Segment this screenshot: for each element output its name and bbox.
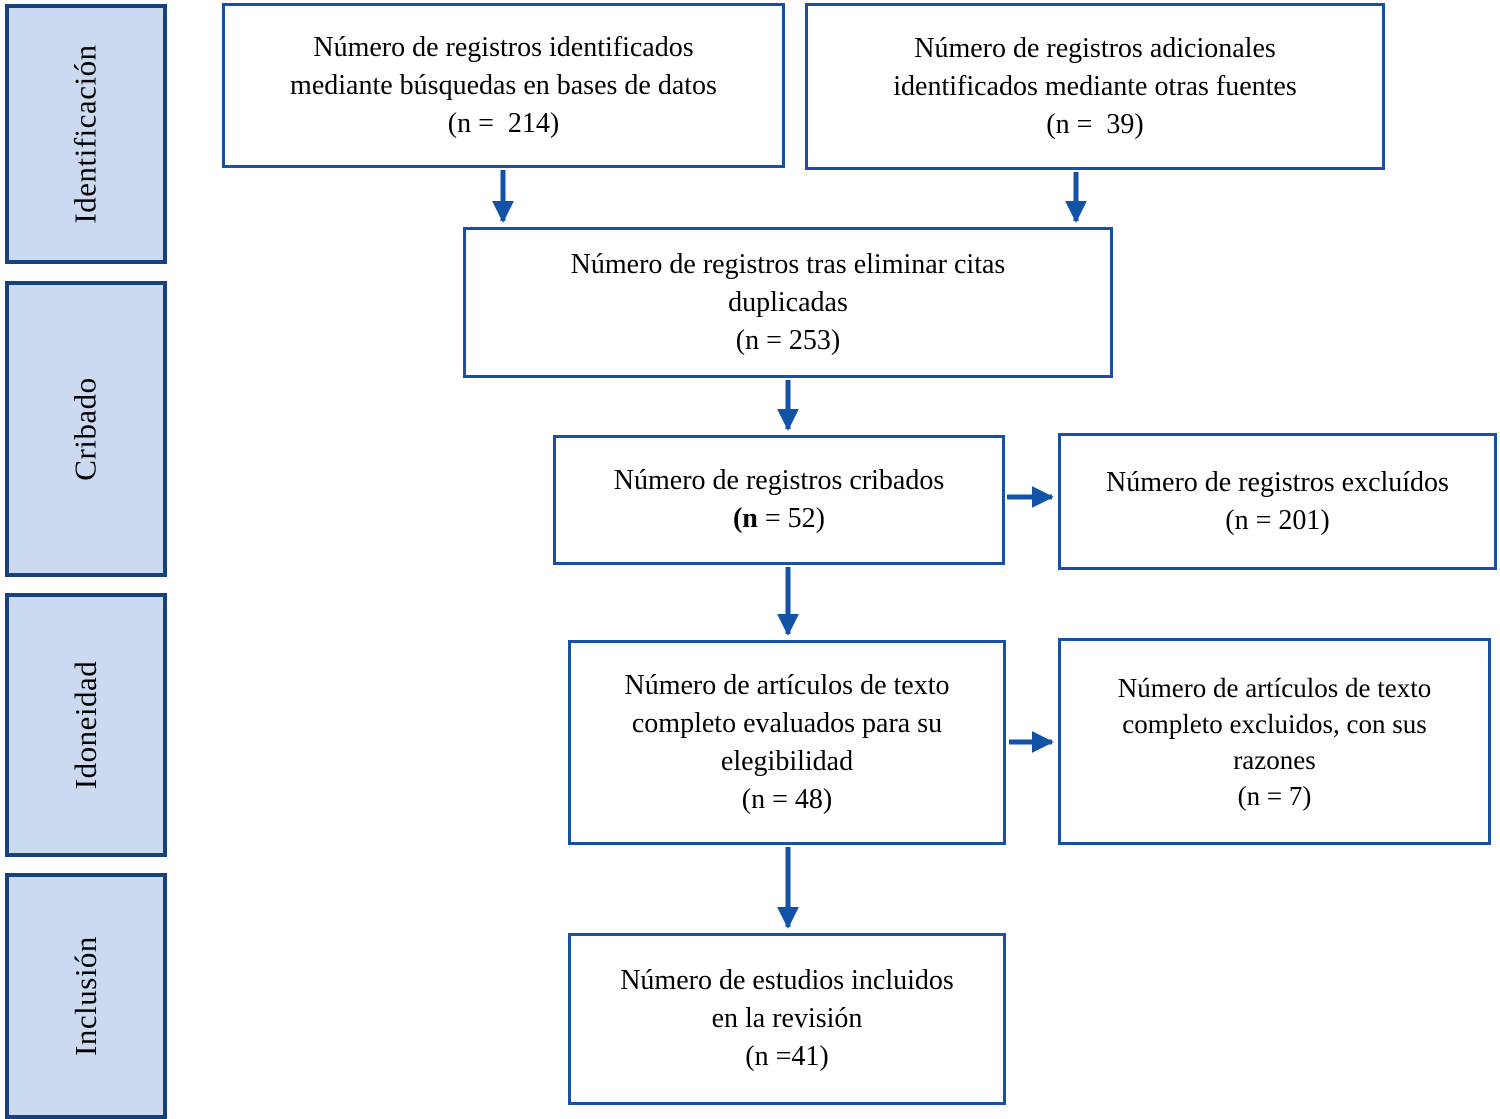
box-n-value: (n = 214): [447, 107, 560, 139]
box-text-line: en la revisión: [711, 1003, 863, 1034]
box-n-value: (n = 48): [741, 783, 833, 815]
box-text-line: mediante búsquedas en bases de datos: [290, 69, 717, 101]
box-text-line: Número de estudios incluidos: [620, 965, 954, 996]
box-n-bold-part: (n: [732, 503, 758, 534]
box-text-line: completo excluidos, con sus: [1122, 708, 1427, 739]
box-text-line: elegibilidad: [720, 745, 854, 777]
box-n-value: (n =41): [745, 1041, 829, 1072]
box-n-value: (n = 52): [733, 500, 825, 538]
stage-label-screening: Cribado: [68, 377, 103, 481]
box-n-rest-part: = 52): [757, 503, 826, 534]
box-text-line: Número de registros excluídos: [1106, 466, 1449, 498]
box-text-line: identificados mediante otras fuentes: [893, 70, 1297, 102]
box-text-line: razones: [1233, 744, 1316, 775]
stage-inclusion: Inclusión: [5, 873, 167, 1119]
stage-identification: Identificación: [5, 4, 167, 264]
box-text-line: completo evaluados para su: [631, 707, 943, 739]
box-records-other-sources: Número de registros adicionales identifi…: [805, 3, 1385, 170]
box-n-value: (n = 201): [1225, 504, 1330, 536]
box-text-line: Número de registros identificados: [313, 31, 694, 63]
stage-label-inclusion: Inclusión: [68, 936, 103, 1056]
box-text-line: Número de registros cribados: [613, 465, 945, 496]
box-text-line: Número de artículos de texto: [624, 669, 950, 701]
box-text-line: Número de registros tras eliminar citas: [570, 248, 1006, 280]
box-after-duplicates-removed: Número de registros tras eliminar citas …: [463, 227, 1113, 378]
stage-label-eligibility: Idoneidad: [68, 660, 103, 790]
box-records-excluded: Número de registros excluídos (n = 201): [1058, 433, 1497, 570]
box-text-line: Número de artículos de texto: [1117, 672, 1432, 703]
box-n-value: (n = 7): [1237, 780, 1312, 811]
stage-screening: Cribado: [5, 281, 167, 577]
box-records-identified-databases: Número de registros identificados median…: [222, 3, 785, 168]
box-fulltext-excluded: Número de artículos de texto completo ex…: [1058, 638, 1491, 845]
box-n-value: (n = 39): [1046, 108, 1144, 140]
box-text-line: duplicadas: [728, 286, 848, 318]
box-fulltext-assessed: Número de artículos de texto completo ev…: [568, 640, 1006, 845]
box-n-value: (n = 253): [735, 324, 841, 356]
box-studies-included: Número de estudios incluidos en la revis…: [568, 933, 1006, 1105]
stage-label-identification: Identificación: [68, 44, 104, 224]
stage-eligibility: Idoneidad: [5, 593, 167, 857]
box-records-screened: Número de registros cribados (n = 52): [553, 435, 1005, 565]
box-text-line: Número de registros adicionales: [914, 32, 1276, 64]
